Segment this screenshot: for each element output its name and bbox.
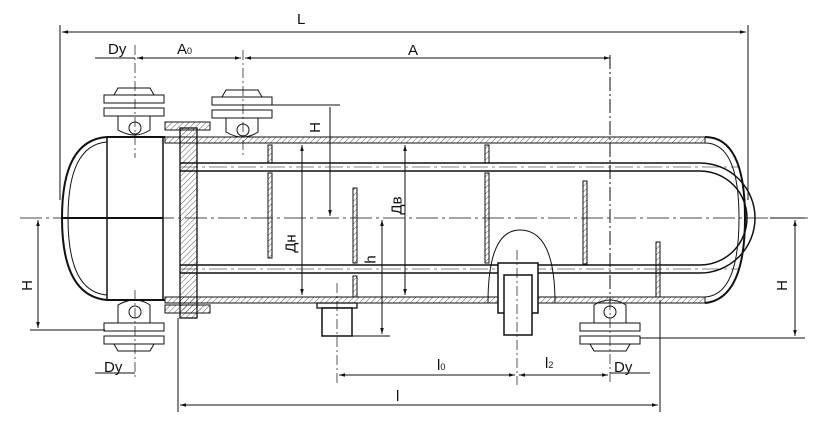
right-head-inner [704, 142, 740, 298]
label-A: A [408, 42, 419, 59]
label-Dv: Дв [388, 196, 406, 215]
label-l2-sub: 2 [548, 360, 554, 370]
nozzle-bottom-right [579, 299, 641, 385]
saddle-support [487, 229, 556, 304]
label-l: l [396, 388, 400, 405]
nozzle-bottom-left [103, 290, 165, 378]
label-A0-sub: 0 [187, 46, 193, 56]
nozzle-top-left [103, 45, 165, 158]
label-h: h [362, 255, 380, 264]
shell-bottom-wall [164, 296, 706, 304]
nozzle-top-right [211, 50, 273, 158]
baffles [267, 144, 661, 298]
label-dy-bottom-left: Dy [104, 359, 123, 376]
tubesheet [179, 127, 198, 319]
label-dy-top: Dy [108, 41, 127, 58]
label-H-left: H [18, 280, 36, 291]
label-l2: l2 [545, 356, 553, 371]
label-l0: l0 [437, 358, 445, 373]
label-l0-base: l [437, 357, 441, 374]
right-head [704, 136, 747, 304]
label-H-right: H [773, 280, 791, 291]
shell-top-wall [164, 136, 706, 144]
label-L: L [297, 11, 306, 28]
label-l2-base: l [545, 355, 549, 372]
label-Dn: Дн [282, 234, 300, 253]
label-A0: A0 [177, 42, 192, 57]
label-H-top: H [306, 122, 324, 133]
label-l0-sub: 0 [440, 362, 446, 372]
label-dy-bottom-right: Dy [614, 359, 633, 376]
u-bend [699, 162, 756, 274]
label-A0-base: A [177, 41, 188, 58]
